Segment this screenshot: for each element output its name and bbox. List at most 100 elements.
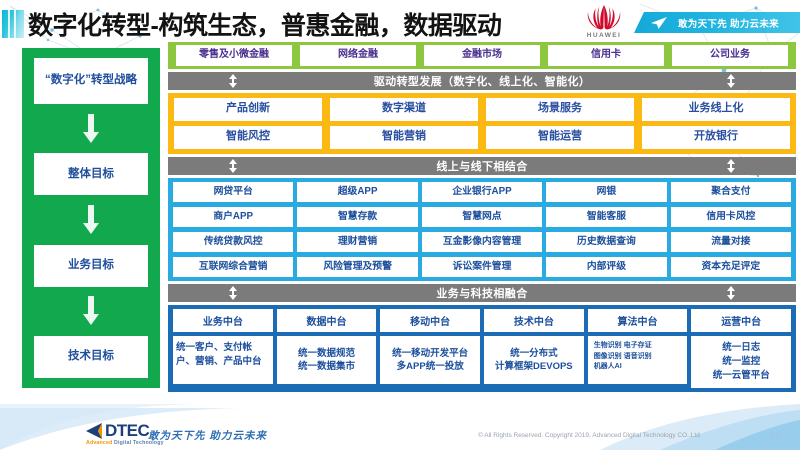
- business-line-cell[interactable]: 金融市场: [424, 45, 540, 66]
- divider-bar-online-offline: 线上与线下相结合: [168, 156, 796, 175]
- page-title: 数字化转型-构筑生态，普惠金融，数据驱动: [28, 12, 502, 40]
- channel-cell[interactable]: 智慧存款: [297, 206, 418, 227]
- double-arrow-icon: [229, 286, 237, 301]
- transformation-cell[interactable]: 产品创新: [174, 97, 322, 121]
- midplatform-column-head[interactable]: 运营中台: [691, 309, 792, 333]
- business-lines-band: 零售及小微金融网络金融金融市场信用卡公司业务: [168, 42, 796, 69]
- down-arrow-icon: [83, 296, 99, 326]
- divider-bar-drive: 驱动转型发展（数字化、线上化、智能化）: [168, 71, 796, 90]
- rail-item-label: 技术目标: [68, 350, 114, 363]
- midplatform-column: 算法中台生物识别 电子存证 图像识别 语音识别 机器人AI: [587, 309, 688, 387]
- transformation-band: 产品创新数字渠道场景服务业务线上化智能风控智能营销智能运营开放银行: [168, 92, 796, 154]
- business-lines-row: 零售及小微金融网络金融金融市场信用卡公司业务: [174, 45, 790, 66]
- midplatform-column: 运营中台统一日志 统一监控 统一云管平台: [691, 309, 792, 388]
- corner-decoration-icon: [2, 10, 24, 38]
- midplatform-column: 移动中台统一移动开发平台 多APP统一投放: [380, 309, 481, 387]
- divider-bar-fusion: 业务与科技相融合: [168, 284, 796, 303]
- architecture-stack: 零售及小微金融网络金融金融市场信用卡公司业务 驱动转型发展（数字化、线上化、智能…: [168, 42, 796, 392]
- channel-cell[interactable]: 互联网综合营销: [173, 257, 294, 278]
- channel-cell[interactable]: 理财营销: [297, 231, 418, 253]
- transformation-cell[interactable]: 业务线上化: [642, 97, 790, 121]
- channel-cell[interactable]: 聚合支付: [670, 181, 792, 202]
- channel-cell[interactable]: 智能客服: [546, 206, 667, 227]
- slide-footer: DTEC Advanced Digital Technology 敢为天下先 助…: [0, 404, 800, 450]
- business-line-cell[interactable]: 信用卡: [548, 45, 664, 66]
- channel-cell[interactable]: 风险管理及预警: [297, 257, 418, 278]
- rail-item-label: 业务目标: [68, 258, 114, 271]
- dtec-tagline-accent: Advanced: [86, 440, 113, 446]
- channel-row: 互联网综合营销风险管理及预警诉讼案件管理内部评级资本充足评定: [173, 257, 792, 278]
- midplatform-column-head[interactable]: 业务中台: [173, 309, 273, 333]
- channel-cell[interactable]: 流量对接: [670, 231, 792, 253]
- midplatform-column-body[interactable]: 统一日志 统一监控 统一云管平台: [691, 336, 792, 388]
- channel-cell[interactable]: 内部评级: [546, 257, 667, 278]
- dtec-arrow-icon: [86, 422, 102, 439]
- double-arrow-icon: [727, 286, 735, 301]
- channel-cell[interactable]: 互金影像内容管理: [421, 231, 543, 253]
- midplatform-column: 数据中台统一数据规范 统一数据集市: [276, 309, 377, 387]
- business-line-cell[interactable]: 网络金融: [300, 45, 416, 66]
- channel-cell[interactable]: 企业银行APP: [421, 181, 543, 202]
- midplatform-column-body[interactable]: 统一客户、支付帐户、营销、产品中台: [173, 336, 273, 385]
- copyright-text: © All Rights Reserved. Copyright 2019, A…: [478, 432, 700, 439]
- channel-row: 传统贷款风控理财营销互金影像内容管理历史数据查询流量对接: [173, 231, 792, 253]
- strategy-rail: “数字化”转型战略 整体目标 业务目标 技术目标: [22, 48, 160, 388]
- channel-cell[interactable]: 传统贷款风控: [173, 231, 294, 253]
- channel-cell[interactable]: 网银: [546, 181, 667, 202]
- huawei-flower-icon: [587, 5, 621, 30]
- huawei-logo: HUAWEI: [578, 2, 630, 42]
- header-slogan-text: 敢为天下先 助力云未来: [678, 19, 779, 30]
- header-slogan-banner: 敢为天下先 助力云未来: [634, 12, 800, 33]
- rail-item-business-goal[interactable]: 业务目标: [34, 244, 148, 287]
- transformation-cell[interactable]: 智能营销: [330, 125, 478, 149]
- midplatform-column-body[interactable]: 统一移动开发平台 多APP统一投放: [380, 336, 481, 385]
- divider-bar-online-offline-label: 线上与线下相结合: [436, 160, 528, 173]
- channel-cell[interactable]: 超级APP: [297, 181, 418, 202]
- midplatform-column-body[interactable]: 统一分布式 计算框架DEVOPS: [484, 336, 584, 385]
- page-number: 10: [767, 428, 782, 443]
- midplatform-column-head[interactable]: 移动中台: [380, 309, 481, 333]
- paper-plane-icon: [651, 17, 667, 29]
- midplatform-column-body[interactable]: 统一数据规范 统一数据集市: [276, 336, 377, 385]
- transformation-cell[interactable]: 数字渠道: [330, 97, 478, 121]
- rail-item-strategy[interactable]: “数字化”转型战略: [34, 58, 148, 104]
- dtec-tagline-rest: Digital Technology: [112, 440, 164, 446]
- rail-item-overall-goal[interactable]: 整体目标: [34, 153, 148, 196]
- footer-slogan: 敢为天下先 助力云未来: [148, 430, 267, 442]
- midplatform-column-body[interactable]: 生物识别 电子存证 图像识别 语音识别 机器人AI: [587, 336, 688, 385]
- channel-cell[interactable]: 网贷平台: [173, 181, 294, 202]
- channel-cell[interactable]: 信用卡风控: [670, 206, 792, 227]
- channel-cell[interactable]: 历史数据查询: [546, 231, 667, 253]
- channel-cell[interactable]: 智慧网点: [421, 206, 543, 227]
- channel-cell[interactable]: 商户APP: [173, 206, 294, 227]
- channel-cell[interactable]: 诉讼案件管理: [421, 257, 543, 278]
- transformation-cell[interactable]: 智能风控: [174, 125, 322, 149]
- transformation-cell[interactable]: 场景服务: [486, 97, 634, 121]
- rail-arrow-3: [81, 287, 101, 336]
- channel-cell[interactable]: 资本充足评定: [670, 257, 792, 278]
- midplatform-column: 业务中台统一客户、支付帐户、营销、产品中台: [173, 309, 273, 387]
- slide-header: 数字化转型-构筑生态，普惠金融，数据驱动 HUAWEI 敢为天下先 助力云未来: [0, 0, 800, 42]
- transformation-cell[interactable]: 开放银行: [642, 125, 790, 149]
- transformation-cell[interactable]: 智能运营: [486, 125, 634, 149]
- business-line-cell[interactable]: 公司业务: [672, 45, 788, 66]
- rail-item-label: 整体目标: [68, 167, 114, 180]
- midplatform-column-head[interactable]: 数据中台: [276, 309, 377, 333]
- business-line-cell[interactable]: 零售及小微金融: [176, 45, 292, 66]
- midplatform-column-head[interactable]: 算法中台: [587, 309, 688, 333]
- midplatform-column-head[interactable]: 技术中台: [484, 309, 584, 333]
- divider-bar-drive-label: 驱动转型发展（数字化、线上化、智能化）: [373, 75, 591, 88]
- down-arrow-icon: [83, 113, 99, 143]
- dtec-tagline: Advanced Digital Technology: [86, 440, 164, 446]
- double-arrow-icon: [229, 73, 237, 88]
- footer-wave-decoration: [0, 404, 800, 450]
- rail-item-technology-goal[interactable]: 技术目标: [34, 335, 148, 378]
- rail-arrow-2: [81, 195, 101, 244]
- dtec-wordmark: DTEC: [105, 421, 150, 440]
- divider-bar-fusion-label: 业务与科技相融合: [436, 288, 528, 301]
- midplatform-columns: 业务中台统一客户、支付帐户、营销、产品中台数据中台统一数据规范 统一数据集市移动…: [173, 309, 792, 388]
